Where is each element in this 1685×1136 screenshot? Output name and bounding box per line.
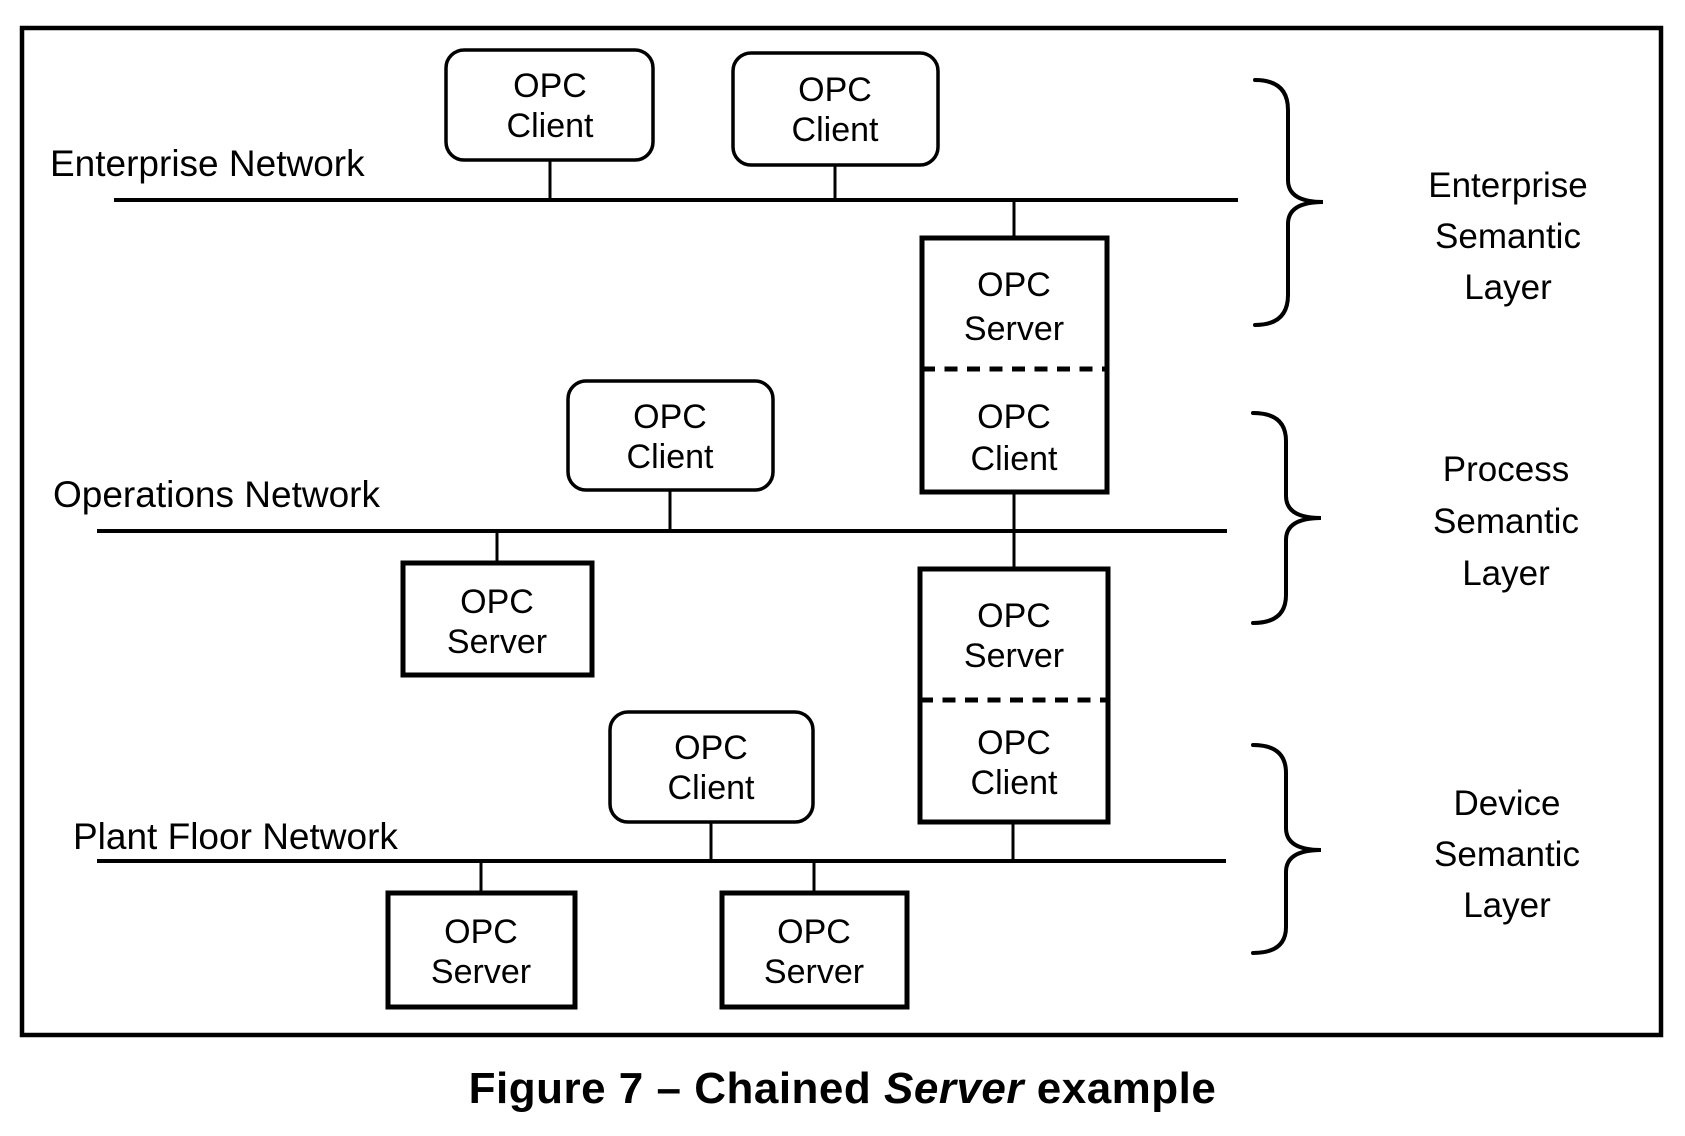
- caption-italic-word: Server: [884, 1064, 1025, 1113]
- plant-client-node: OPC Client: [608, 710, 815, 824]
- process-layer-line1: Process: [1443, 450, 1569, 489]
- figure-caption: Figure 7 – Chained Server example: [20, 1064, 1665, 1114]
- process-semantic-layer-label: Process Semantic Layer: [1433, 450, 1579, 593]
- chained-enterprise-node: OPC Server OPC Client: [919, 235, 1110, 495]
- chained-enterprise-box: [919, 235, 1110, 495]
- operations-server-line2: Server: [447, 623, 547, 661]
- layer-braces: [1251, 78, 1324, 955]
- device-layer-brace: [1251, 743, 1322, 955]
- plant-server-2-line1: OPC: [777, 913, 851, 951]
- diagram-frame: [19, 25, 1664, 1038]
- caption-suffix: example: [1036, 1064, 1217, 1113]
- plant-server-1-line1: OPC: [444, 913, 518, 951]
- chained-process-client-line1: OPC: [977, 724, 1051, 762]
- enterprise-client-1-box: [444, 48, 655, 162]
- plant-floor-network-label: Plant Floor Network: [73, 816, 398, 857]
- enterprise-layer-line1: Enterprise: [1428, 166, 1588, 205]
- plant-server-1-line2: Server: [431, 953, 531, 991]
- caption-prefix: Figure 7 – Chained: [468, 1064, 872, 1113]
- process-layer-brace: [1251, 411, 1322, 625]
- operations-server-line1: OPC: [460, 583, 534, 621]
- enterprise-client-2-box: [731, 51, 940, 167]
- process-layer-line3: Layer: [1462, 554, 1550, 593]
- enterprise-client-2-line2: Client: [792, 111, 879, 149]
- enterprise-layer-line3: Layer: [1464, 268, 1552, 307]
- enterprise-layer-brace: [1253, 78, 1324, 327]
- plant-server-1-node: OPC Server: [385, 890, 578, 1010]
- enterprise-network-label: Enterprise Network: [50, 143, 365, 184]
- chained-process-box: [917, 566, 1111, 825]
- chained-enterprise-client-line1: OPC: [977, 398, 1051, 436]
- chained-enterprise-server-line1: OPC: [977, 266, 1051, 304]
- enterprise-client-2-node: OPC Client: [731, 51, 940, 167]
- chained-enterprise-server-line2: Server: [964, 310, 1064, 348]
- device-layer-line3: Layer: [1463, 886, 1551, 925]
- network-lines: [97, 198, 1238, 863]
- operations-client-line1: OPC: [633, 398, 707, 436]
- enterprise-layer-line2: Semantic: [1435, 217, 1581, 256]
- plant-server-2-node: OPC Server: [719, 890, 910, 1010]
- operations-client-box: [566, 379, 775, 492]
- plant-client-line1: OPC: [674, 729, 748, 767]
- chained-process-client-line2: Client: [971, 764, 1058, 802]
- plant-server-2-box: [719, 890, 910, 1010]
- plant-client-box: [608, 710, 815, 824]
- plant-client-line2: Client: [668, 769, 755, 807]
- connector-stems: [479, 160, 1016, 893]
- device-layer-line2: Semantic: [1434, 835, 1580, 874]
- enterprise-client-1-line2: Client: [507, 107, 594, 145]
- enterprise-client-2-line1: OPC: [798, 71, 872, 109]
- enterprise-client-1-line1: OPC: [513, 67, 587, 105]
- plant-server-2-line2: Server: [764, 953, 864, 991]
- chained-process-server-line1: OPC: [977, 597, 1051, 635]
- device-semantic-layer-label: Device Semantic Layer: [1434, 784, 1580, 925]
- plant-server-1-box: [385, 890, 578, 1010]
- enterprise-client-1-node: OPC Client: [444, 48, 655, 162]
- operations-network-label: Operations Network: [53, 474, 380, 515]
- operations-server-box: [400, 560, 595, 678]
- process-layer-line2: Semantic: [1433, 502, 1579, 541]
- chained-process-node: OPC Server OPC Client: [917, 566, 1111, 825]
- enterprise-semantic-layer-label: Enterprise Semantic Layer: [1428, 166, 1588, 307]
- chained-enterprise-client-line2: Client: [971, 440, 1058, 478]
- operations-client-node: OPC Client: [566, 379, 775, 492]
- operations-server-node: OPC Server: [400, 560, 595, 678]
- operations-client-line2: Client: [627, 438, 714, 476]
- device-layer-line1: Device: [1454, 784, 1561, 823]
- chained-process-server-line2: Server: [964, 637, 1064, 675]
